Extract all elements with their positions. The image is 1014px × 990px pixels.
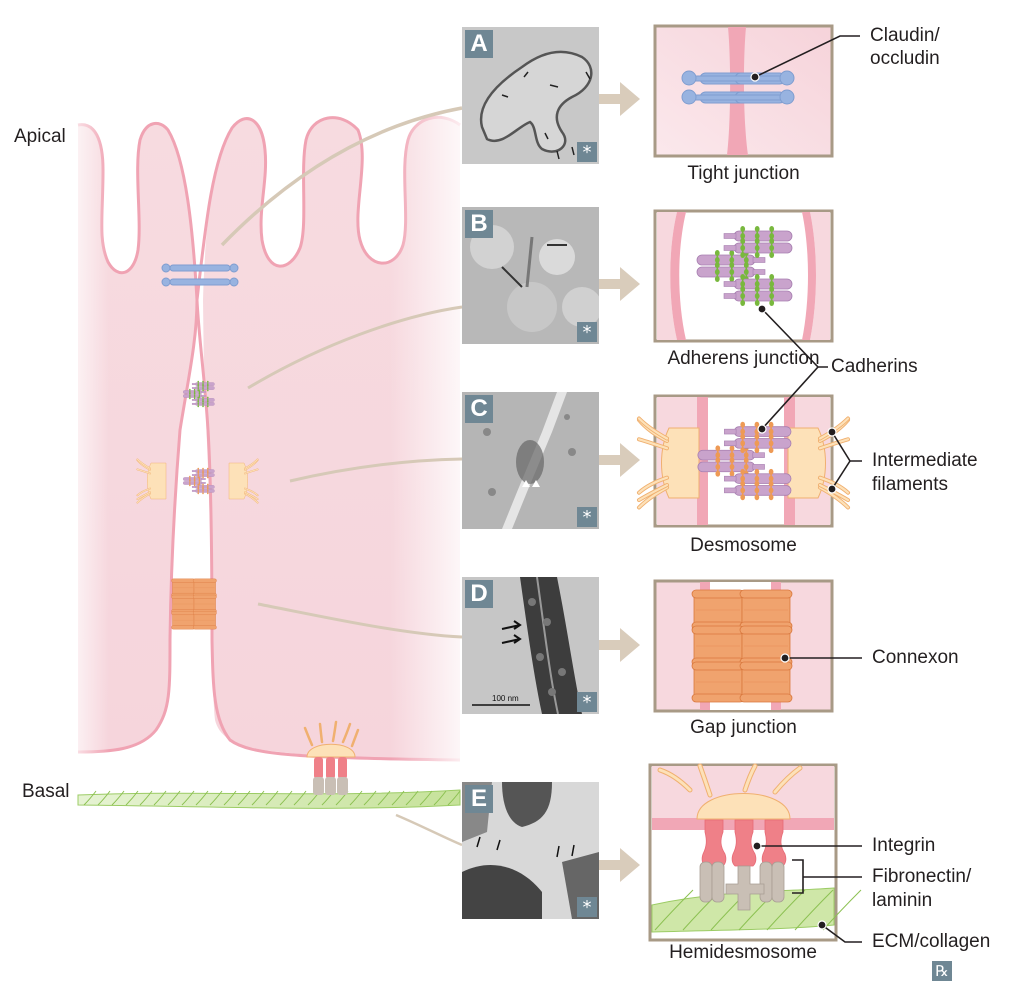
cell-tight-junction bbox=[161, 263, 239, 287]
asterisk-badge-e: * bbox=[577, 897, 597, 918]
title-tight-junction: Tight junction bbox=[687, 163, 800, 184]
asterisk-badge-d: * bbox=[577, 692, 597, 713]
callout-fibronectin-line1: Fibronectin/ bbox=[872, 866, 972, 887]
basal-label: Basal bbox=[22, 781, 70, 802]
callout-line-claudin bbox=[754, 35, 860, 78]
callout-cadherins: Cadherins bbox=[831, 356, 918, 377]
leader-line-e bbox=[395, 813, 463, 847]
basement-collagen-fiber bbox=[77, 789, 461, 809]
cell-gap-junction bbox=[171, 578, 217, 630]
schematic-tight-junction bbox=[653, 24, 834, 158]
callout-line-if2 bbox=[831, 460, 851, 490]
schematic-gap-junction bbox=[653, 579, 834, 713]
callout-line-fibronectin bbox=[792, 859, 862, 894]
em-image-b: B * bbox=[462, 207, 599, 344]
em-image-c: C * bbox=[462, 392, 599, 529]
leader-line-c bbox=[289, 457, 463, 483]
asterisk-badge-b: * bbox=[577, 322, 597, 343]
title-desmosome: Desmosome bbox=[690, 535, 797, 556]
leader-line-a bbox=[220, 106, 463, 247]
panel-letter-c: C bbox=[465, 395, 493, 423]
leader-line-b bbox=[247, 305, 463, 390]
arrow-e bbox=[597, 848, 640, 882]
title-adherens-junction: Adherens junction bbox=[667, 348, 820, 369]
schematic-desmosome bbox=[637, 394, 850, 528]
em-image-e: E * bbox=[462, 782, 599, 919]
panel-letter-e: E bbox=[465, 785, 493, 813]
callout-ecm-collagen: ECM/collagen bbox=[872, 931, 991, 952]
arrow-a bbox=[597, 82, 640, 116]
panel-letter-b: B bbox=[465, 210, 493, 238]
arrow-b bbox=[597, 267, 640, 301]
title-gap-junction: Gap junction bbox=[690, 717, 797, 738]
title-hemidesmosome: Hemidesmosome bbox=[669, 942, 817, 963]
callout-claudin-line2: occludin bbox=[870, 48, 940, 69]
em-image-d: 100 nm D * bbox=[462, 577, 599, 714]
em-image-a: A * bbox=[462, 27, 599, 164]
panel-letter-d: D bbox=[465, 580, 493, 608]
callout-integrin: Integrin bbox=[872, 835, 936, 856]
apical-label: Apical bbox=[14, 126, 66, 147]
callout-line-if1 bbox=[831, 431, 862, 462]
schematic-hemidesmosome bbox=[648, 763, 862, 942]
schematic-adherens-junction bbox=[653, 209, 834, 343]
scale-bar-label: 100 nm bbox=[492, 694, 519, 703]
cell-hemidesmosome bbox=[303, 720, 360, 795]
rx-logo-icon: ℞ bbox=[932, 961, 952, 981]
asterisk-badge-a: * bbox=[577, 142, 597, 163]
callout-if-line1: Intermediate bbox=[872, 450, 978, 471]
panel-letter-a: A bbox=[465, 30, 493, 58]
callout-line-ecm bbox=[821, 924, 862, 943]
callout-line-cadherin-c bbox=[761, 366, 819, 430]
callout-connexon: Connexon bbox=[872, 647, 959, 668]
arrow-d bbox=[597, 628, 640, 662]
callout-if-line2: filaments bbox=[872, 474, 949, 495]
callout-fibronectin-line2: laminin bbox=[872, 890, 933, 911]
leader-line-d bbox=[257, 602, 463, 639]
arrow-c bbox=[597, 443, 640, 477]
cell-adherens-junction bbox=[183, 380, 215, 408]
asterisk-badge-c: * bbox=[577, 507, 597, 528]
callout-claudin-line1: Claudin/ bbox=[870, 25, 940, 46]
cell-desmosome bbox=[136, 458, 259, 504]
